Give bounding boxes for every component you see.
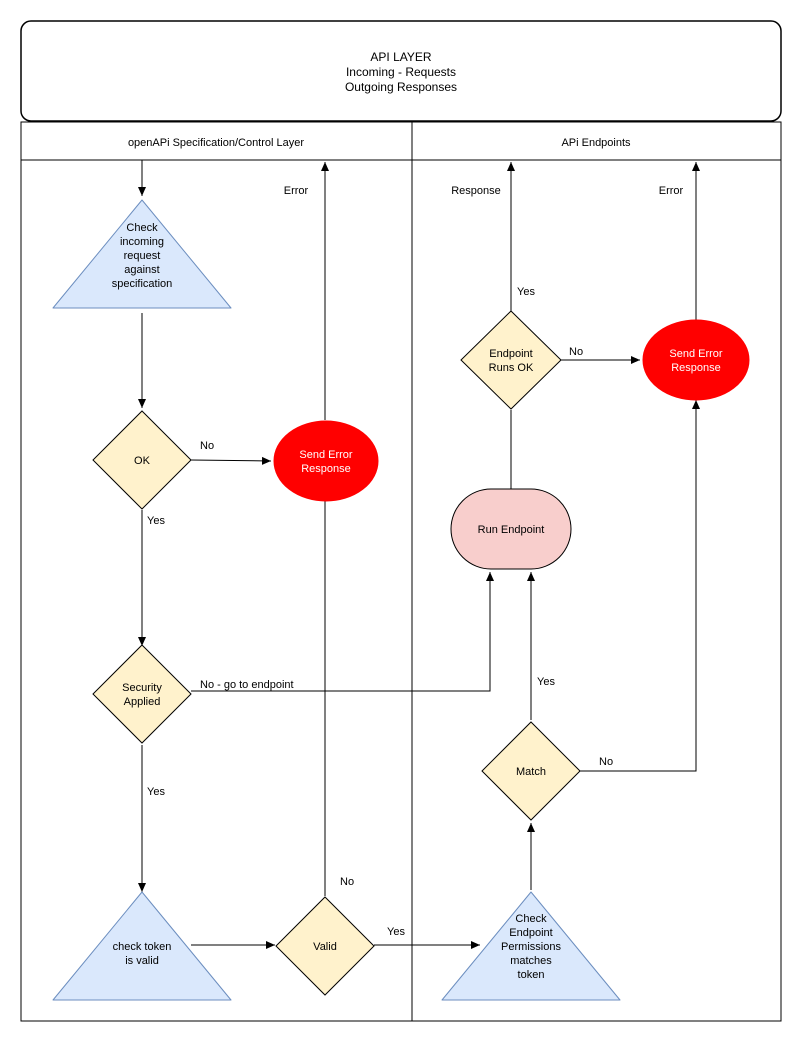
check-endpoint-line-5: token: [518, 969, 545, 981]
run-endpoint-label: Run Endpoint: [478, 524, 545, 536]
lane-left-title: openAPi Specification/Control Layer: [128, 137, 304, 149]
check-request-line-1: Check: [126, 222, 158, 234]
label-runs-ok-yes: Yes: [517, 286, 535, 298]
security-diamond: [92, 644, 192, 744]
check-endpoint-triangle: [441, 891, 621, 1001]
check-endpoint-line-1: Check: [515, 913, 547, 925]
header-line-1: API LAYER: [370, 50, 431, 64]
label-runs-ok-no: No: [569, 346, 583, 358]
run-endpoint-node: [450, 488, 572, 570]
label-ok-no: No: [200, 440, 214, 452]
runs-ok-line-2: Runs OK: [489, 362, 534, 374]
label-response: Response: [451, 185, 501, 197]
check-request-line-2: incoming: [120, 236, 164, 248]
send-error-left-ellipse: [273, 420, 379, 502]
header-line-2: Incoming - Requests: [346, 65, 456, 79]
label-match-no: No: [599, 756, 613, 768]
api-layer-header: [20, 20, 782, 122]
check-request-line-4: against: [124, 264, 159, 276]
arrow-security-no: [191, 572, 494, 692]
send-error-right-ellipse: [642, 319, 750, 401]
label-security-yes: Yes: [147, 786, 165, 798]
label-ok-yes: Yes: [147, 515, 165, 527]
label-valid-no: No: [340, 876, 354, 888]
check-endpoint-line-3: Permissions: [501, 941, 561, 953]
security-line-1: Security: [122, 682, 162, 694]
label-error-right: Error: [659, 185, 684, 197]
check-request-triangle: [52, 199, 232, 309]
send-error-left-line-2: Response: [301, 463, 351, 475]
label-error-left: Error: [284, 185, 309, 197]
runs-ok-line-1: Endpoint: [489, 348, 532, 360]
valid-label: Valid: [313, 941, 337, 953]
check-token-line-2: is valid: [125, 955, 159, 967]
send-error-left-line-1: Send Error: [299, 449, 353, 461]
lane-right-title: APi Endpoints: [561, 137, 631, 149]
label-match-yes: Yes: [537, 676, 555, 688]
check-token-triangle: [52, 891, 232, 1001]
runs-ok-diamond: [460, 310, 562, 410]
send-error-right-line-2: Response: [671, 362, 721, 374]
check-endpoint-line-2: Endpoint: [509, 927, 552, 939]
match-label: Match: [516, 766, 546, 778]
match-diamond: [481, 721, 581, 821]
check-token-line-1: check token: [113, 941, 172, 953]
send-error-right-line-1: Send Error: [669, 348, 723, 360]
arrow-match-no: [580, 400, 700, 772]
ok-diamond: [92, 410, 192, 510]
header-line-3: Outgoing Responses: [345, 80, 457, 94]
valid-diamond: [275, 896, 375, 996]
ok-label: OK: [134, 455, 151, 467]
label-valid-yes: Yes: [387, 926, 405, 938]
lane-right: [411, 121, 782, 1022]
check-request-line-5: specification: [112, 278, 173, 290]
check-request-line-3: request: [124, 250, 161, 262]
label-security-no: No - go to endpoint: [200, 679, 294, 691]
arrow-ok-no: [190, 456, 272, 465]
security-line-2: Applied: [124, 696, 161, 708]
check-endpoint-line-4: matches: [510, 955, 552, 967]
